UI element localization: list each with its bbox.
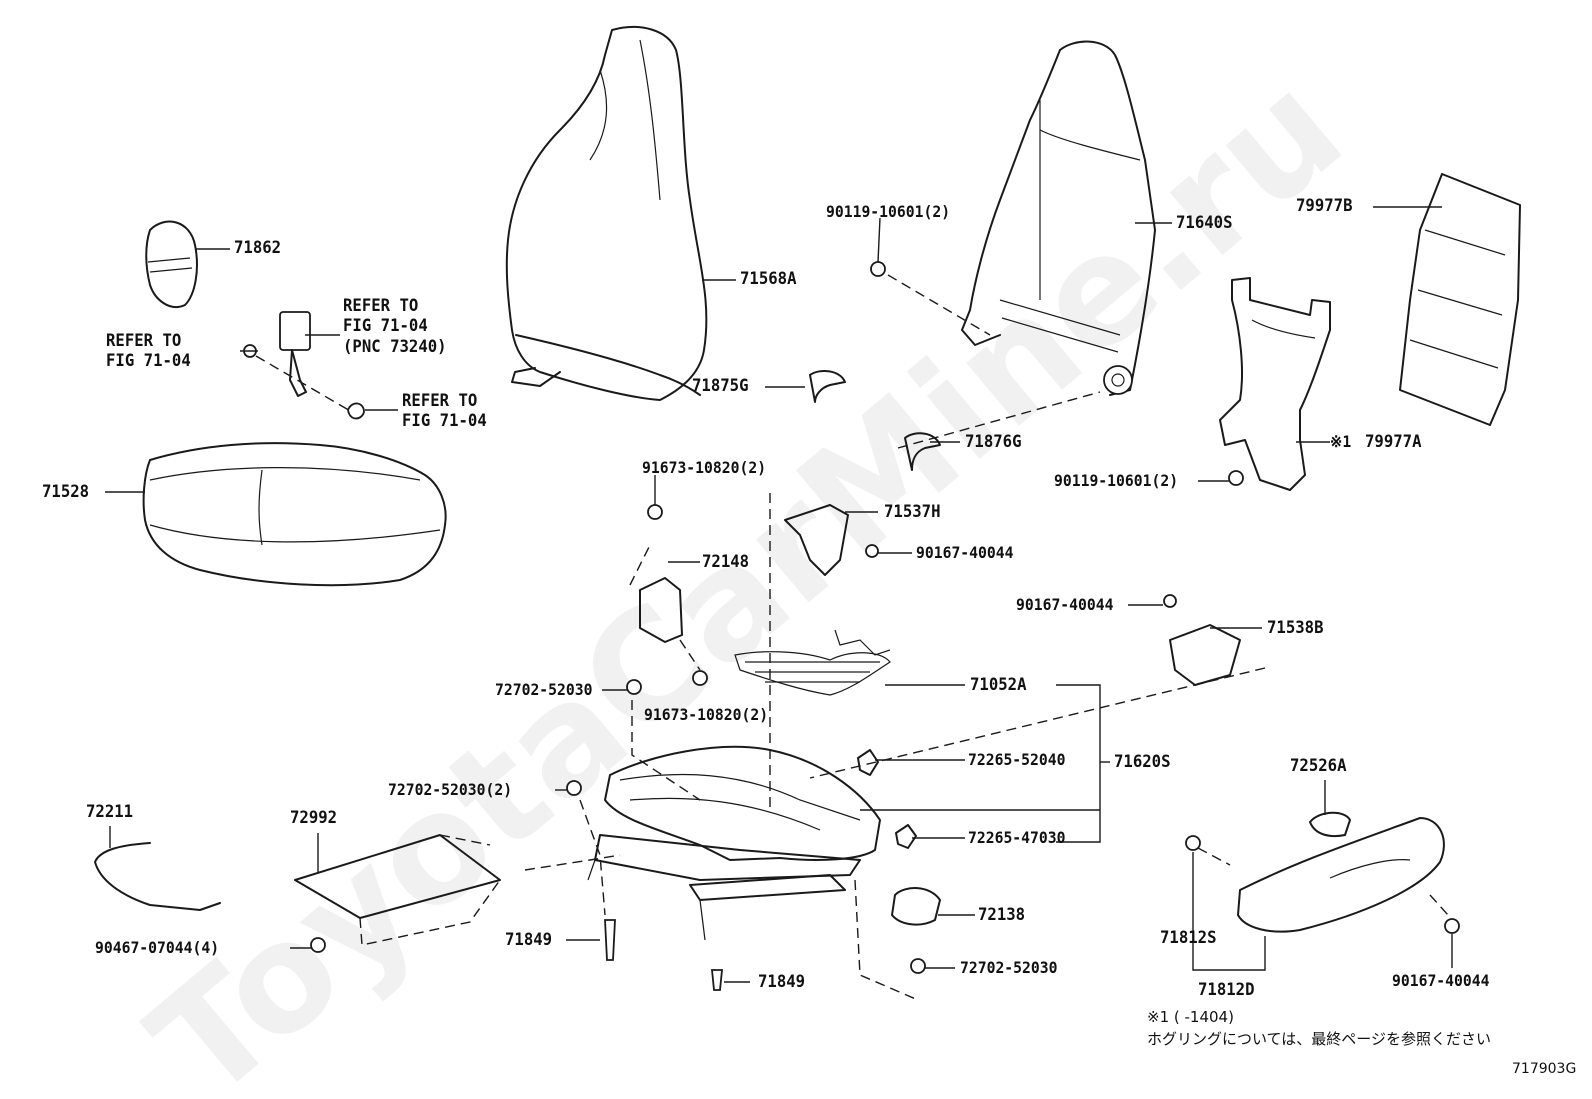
refer-note-lower: REFER TO FIG 71-04 [402, 391, 487, 432]
headrest-part [145, 220, 198, 308]
part-label-71812D: 71812D [1198, 980, 1255, 1000]
bracket-part [629, 504, 708, 686]
part-label-71640S: 71640S [1176, 213, 1233, 233]
part-label-72148: 72148 [702, 552, 750, 572]
part-label-79977A: 79977A [1365, 432, 1422, 452]
fasteners [310, 261, 1460, 991]
part-label-90167-c: 90167-40044 [1392, 971, 1490, 990]
spring-mat-part [734, 629, 891, 696]
part-label-72702-a: 72702-52030 [495, 680, 593, 699]
part-label-90167-b: 90167-40044 [1016, 595, 1114, 614]
seat-back-frame-part [887, 40, 1156, 396]
seat-back-cover-part [505, 25, 708, 401]
construction-lines [524, 391, 1101, 1001]
recliner-cover-parts [809, 369, 941, 471]
part-label-72138: 72138 [978, 905, 1026, 925]
part-label-90467: 90467-07044(4) [95, 938, 220, 957]
part-label-91673-b: 91673-10820(2) [644, 705, 769, 724]
part-label-71849-a: 71849 [505, 930, 553, 950]
part-label-71568A: 71568A [740, 269, 797, 289]
part-label-71812S: 71812S [1160, 928, 1217, 948]
part-label-72702-c: 72702-52030 [960, 958, 1058, 977]
part-label-72992: 72992 [290, 808, 338, 828]
part-label-71052A: 71052A [970, 675, 1027, 695]
part-label-72211: 72211 [86, 802, 134, 822]
part-label-71862: 71862 [234, 238, 282, 258]
part-label-71537H: 71537H [884, 502, 941, 522]
side-cover-part [891, 887, 941, 926]
part-label-71538B: 71538B [1267, 618, 1324, 638]
part-label-71849-b: 71849 [758, 972, 806, 992]
part-label-79977A-mark: ※1 [1330, 432, 1352, 451]
refer-note-belt: REFER TO FIG 71-04 (PNC 73240) [343, 296, 447, 357]
leader-lines [105, 206, 1453, 983]
clip-parts [857, 749, 917, 849]
part-label-90119-b: 90119-10601(2) [1054, 471, 1179, 490]
refer-note-belt-text: REFER TO FIG 71-04 (PNC 73240) [343, 296, 447, 357]
refer-note-left-text: REFER TO FIG 71-04 [106, 331, 191, 372]
part-label-71620S: 71620S [1114, 752, 1171, 772]
refer-note-left: REFER TO FIG 71-04 [106, 331, 191, 372]
footnote-range: ※1 ( -1404) [1147, 1008, 1234, 1026]
figure-id: 717903G [1512, 1061, 1577, 1077]
part-label-71528: 71528 [42, 482, 90, 502]
seat-cushion-part [142, 442, 447, 587]
part-label-71876G: 71876G [965, 432, 1022, 452]
tray-part [294, 834, 501, 946]
side-shield-part [1197, 811, 1449, 933]
back-board-part [1399, 173, 1521, 426]
part-label-72526A: 72526A [1290, 756, 1347, 776]
part-label-72265-b: 72265-47030 [968, 828, 1066, 847]
belt-buckle-part [243, 311, 365, 420]
part-label-79977B: 79977B [1296, 196, 1353, 216]
harness-part [94, 842, 221, 911]
part-label-72265-a: 72265-52040 [968, 750, 1066, 769]
back-panel-part [1219, 277, 1331, 491]
refer-note-lower-text: REFER TO FIG 71-04 [402, 391, 487, 432]
footnote-hog-ring: ホグリングについては、最終ページを参照ください [1147, 1030, 1491, 1048]
part-label-90119-a: 90119-10601(2) [826, 202, 951, 221]
part-label-90167-a: 90167-40044 [916, 543, 1014, 562]
seat-frame-part [587, 745, 881, 941]
part-label-72702-b: 72702-52030(2) [388, 780, 513, 799]
part-label-71875G: 71875G [692, 376, 749, 396]
part-label-91673-a: 91673-10820(2) [642, 458, 767, 477]
